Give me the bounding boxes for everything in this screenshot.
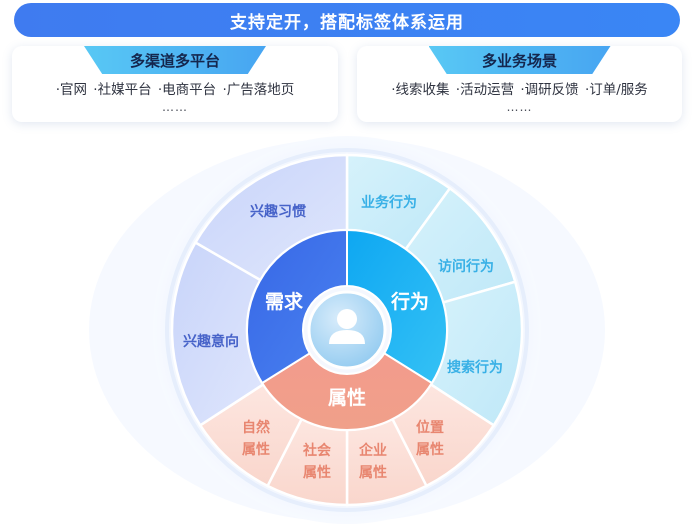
natural-attr-label-1: 自然: [242, 419, 270, 436]
interest-intent-label: 兴趣意向: [183, 333, 239, 350]
company-attr-label-2: 属性: [359, 464, 387, 481]
scenarios-tab: 多业务场景: [428, 46, 611, 74]
search-behavior-label: 搜索行为: [447, 359, 503, 376]
channels-card: 多渠道多平台 ·官网 ·社媒平台 ·电商平台 ·广告落地页 ……: [12, 46, 338, 122]
location-attr-label-1: 位置: [416, 419, 444, 436]
channel-item: ·官网: [55, 82, 87, 98]
business-behavior-label: 业务行为: [361, 194, 417, 211]
visit-behavior-label: 访问行为: [438, 258, 494, 275]
user-icon: [329, 309, 365, 344]
scenarios-more: ……: [506, 100, 533, 114]
title-banner: 支持定开，搭配标签体系运用: [14, 3, 680, 37]
scenario-item: ·调研反馈: [520, 82, 579, 98]
scenarios-card: 多业务场景 ·线索收集 ·活动运营 ·调研反馈 ·订单/服务 ……: [357, 46, 682, 122]
channel-item: ·广告落地页: [222, 82, 295, 98]
scenarios-tab-label: 多业务场景: [481, 51, 557, 70]
demand-label: 需求: [265, 290, 304, 313]
scenario-item: ·活动运营: [455, 82, 515, 98]
halo-ring: [165, 148, 529, 512]
social-attr-label-2: 属性: [303, 464, 331, 481]
channels-tab-label: 多渠道多平台: [129, 51, 220, 70]
scenario-item: ·线索收集: [391, 82, 450, 98]
channel-item: ·电商平台: [157, 82, 217, 98]
attribute-label: 属性: [328, 386, 366, 409]
location-attr-label-2: 属性: [416, 441, 444, 458]
scenario-item: ·订单/服务: [584, 82, 648, 98]
company-attr-label-1: 企业: [358, 442, 387, 459]
behavior-label: 行为: [390, 290, 429, 313]
interest-habit-label: 兴趣习惯: [250, 203, 306, 220]
channels-tab: 多渠道多平台: [84, 46, 266, 74]
banner-title: 支持定开，搭配标签体系运用: [230, 12, 464, 33]
natural-attr-label-2: 属性: [242, 441, 270, 458]
scenarios-list: ·线索收集 ·活动运营 ·调研反馈 ·订单/服务: [357, 78, 682, 98]
channel-item: ·社媒平台: [93, 82, 152, 98]
channels-more: ……: [162, 100, 188, 114]
channels-list: ·官网 ·社媒平台 ·电商平台 ·广告落地页: [12, 78, 338, 98]
social-attr-label-1: 社会: [302, 442, 332, 459]
